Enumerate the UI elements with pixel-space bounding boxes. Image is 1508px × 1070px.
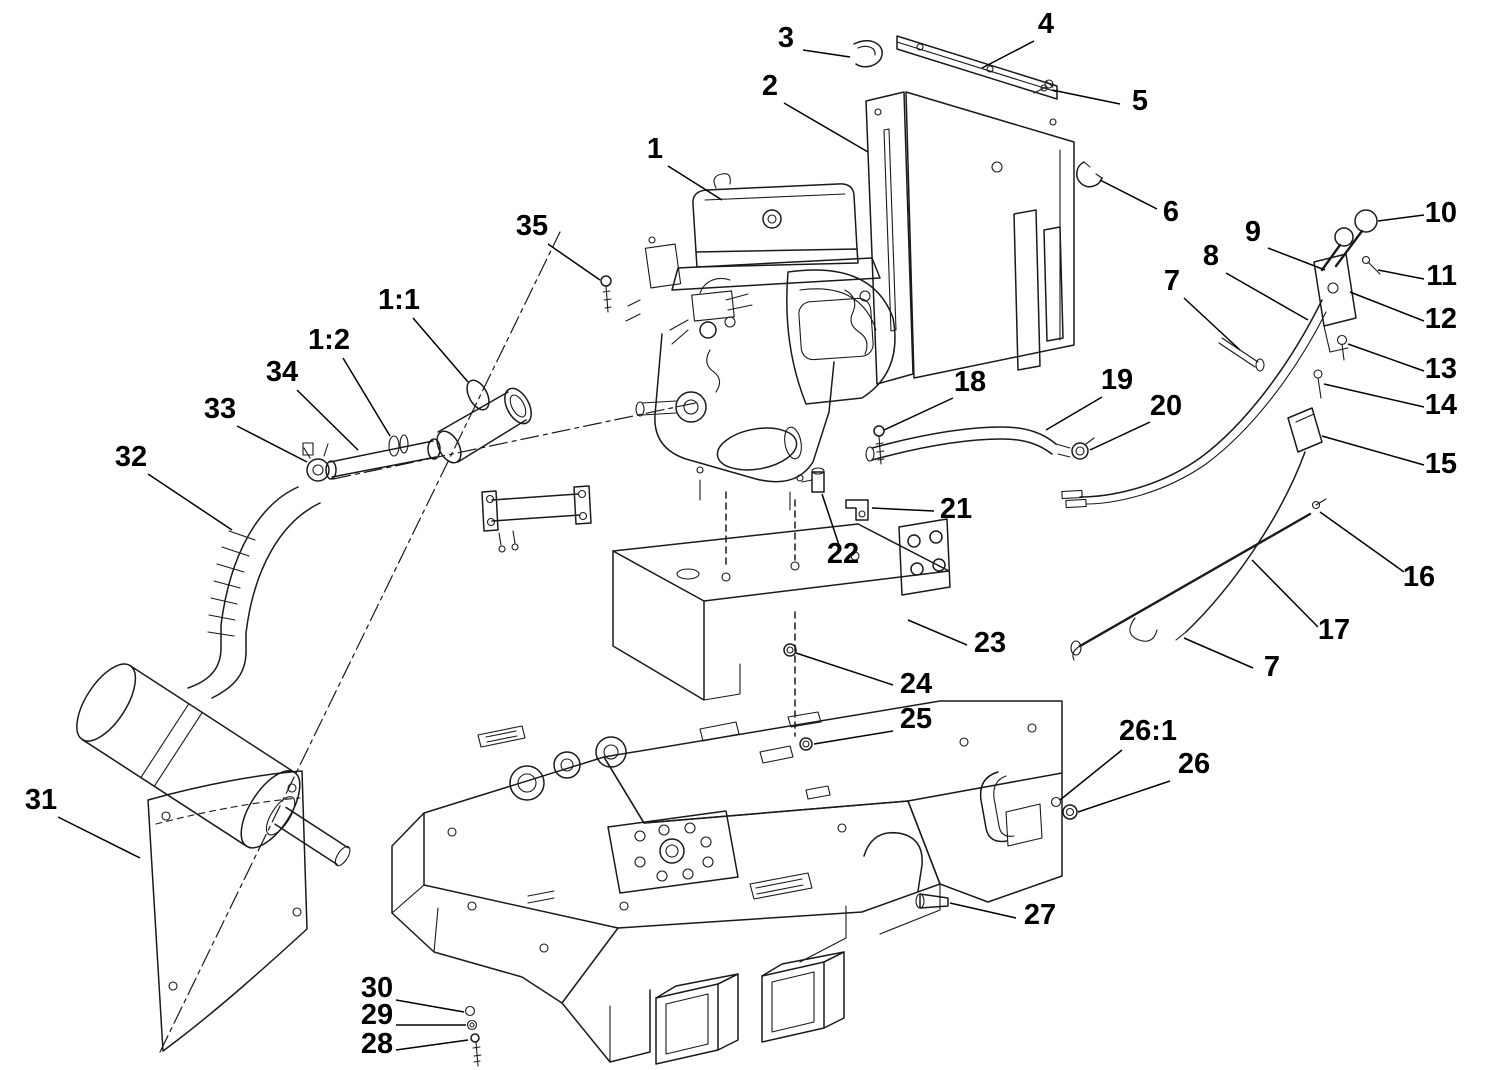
callout-20: 20	[1150, 390, 1182, 422]
leader-line-1	[667, 165, 723, 201]
leader-line-30	[395, 999, 465, 1013]
leader-line-13	[1347, 343, 1425, 372]
callout-32: 32	[115, 441, 147, 473]
callout-29: 29	[361, 999, 393, 1031]
engine	[625, 173, 896, 511]
leader-line-35	[547, 243, 601, 281]
callout-25: 25	[900, 703, 932, 735]
leader-line-7	[1183, 637, 1254, 669]
leader-line-32	[147, 473, 233, 531]
callout-15: 15	[1425, 448, 1457, 480]
leader-line-14	[1323, 383, 1425, 408]
leader-line-3	[802, 49, 851, 58]
leader-line-4	[981, 40, 1035, 69]
leader-line-26:1	[1059, 749, 1123, 801]
center-lines	[159, 231, 701, 1053]
leader-line-15	[1321, 435, 1425, 466]
callout-18: 18	[954, 366, 986, 398]
exhaust-pipes	[302, 379, 592, 553]
leader-line-2	[783, 102, 869, 153]
leader-line-21	[871, 507, 935, 512]
leader-line-18	[883, 397, 954, 431]
callout-31: 31	[25, 784, 57, 816]
engine-mount-plate	[612, 518, 951, 701]
leader-line-19	[1045, 396, 1103, 431]
leader-line-34	[296, 389, 359, 451]
leader-line-10	[1377, 214, 1425, 222]
throttle-control	[1061, 209, 1381, 661]
leader-line-7	[1183, 297, 1241, 351]
callout-16: 16	[1403, 561, 1435, 593]
muffler-heat-shield	[147, 770, 308, 1052]
leader-line-1:2	[342, 357, 391, 437]
leader-line-5	[1051, 89, 1121, 105]
callout-11: 11	[1426, 260, 1457, 292]
leader-line-33	[236, 425, 308, 463]
assembly-dashed-lines	[725, 491, 796, 737]
leader-line-8	[1225, 272, 1309, 321]
leader-line-11	[1377, 269, 1425, 280]
callout-30: 30	[361, 972, 393, 1004]
callout-14: 14	[1425, 389, 1457, 421]
leader-line-16	[1319, 511, 1405, 573]
callout-21: 21	[940, 493, 972, 525]
leader-line-31	[57, 816, 141, 859]
callout-4: 4	[1038, 8, 1054, 40]
callout-13: 13	[1425, 353, 1457, 385]
callout-23: 23	[974, 627, 1006, 659]
callout-28: 28	[361, 1028, 393, 1060]
leader-line-24	[795, 652, 894, 686]
main-frame	[391, 700, 1063, 1065]
callout-9: 9	[1245, 216, 1261, 248]
callout-7: 7	[1164, 265, 1180, 297]
fasteners	[464, 275, 1078, 1067]
callout-3: 3	[778, 22, 794, 54]
muffler	[76, 486, 351, 867]
callout-1:2: 1:2	[308, 324, 350, 356]
leader-line-1:1	[412, 317, 469, 383]
callout-7: 7	[1264, 651, 1280, 683]
callout-2: 2	[762, 70, 778, 102]
callout-10: 10	[1425, 197, 1457, 229]
leader-line-22	[821, 493, 840, 546]
callout-26: 26	[1178, 748, 1210, 780]
callout-27: 27	[1024, 899, 1056, 931]
callout-19: 19	[1101, 364, 1133, 396]
callout-1: 1	[647, 133, 663, 165]
leader-line-28	[395, 1039, 469, 1051]
leader-line-20	[1089, 421, 1151, 451]
leader-line-6	[1099, 179, 1158, 210]
leader-line-23	[907, 619, 968, 646]
fuel-line	[801, 426, 1095, 521]
callout-34: 34	[266, 356, 298, 388]
leader-line-26	[1077, 780, 1171, 813]
heat-shield-panels	[853, 35, 1103, 385]
callout-17: 17	[1318, 614, 1350, 646]
callout-33: 33	[204, 393, 236, 425]
callout-22: 22	[827, 538, 859, 570]
callout-35: 35	[516, 210, 548, 242]
leader-line-17	[1251, 559, 1319, 628]
callout-6: 6	[1163, 196, 1179, 228]
callout-8: 8	[1203, 240, 1219, 272]
leader-line-25	[813, 730, 894, 745]
leader-line-27	[949, 902, 1017, 919]
callout-26:1: 26:1	[1119, 715, 1177, 747]
leader-line-12	[1349, 291, 1425, 322]
callout-5: 5	[1132, 85, 1148, 117]
leader-line-9	[1267, 247, 1326, 271]
callout-1:1: 1:1	[378, 284, 420, 316]
callout-12: 12	[1425, 303, 1457, 335]
callout-24: 24	[900, 668, 932, 700]
